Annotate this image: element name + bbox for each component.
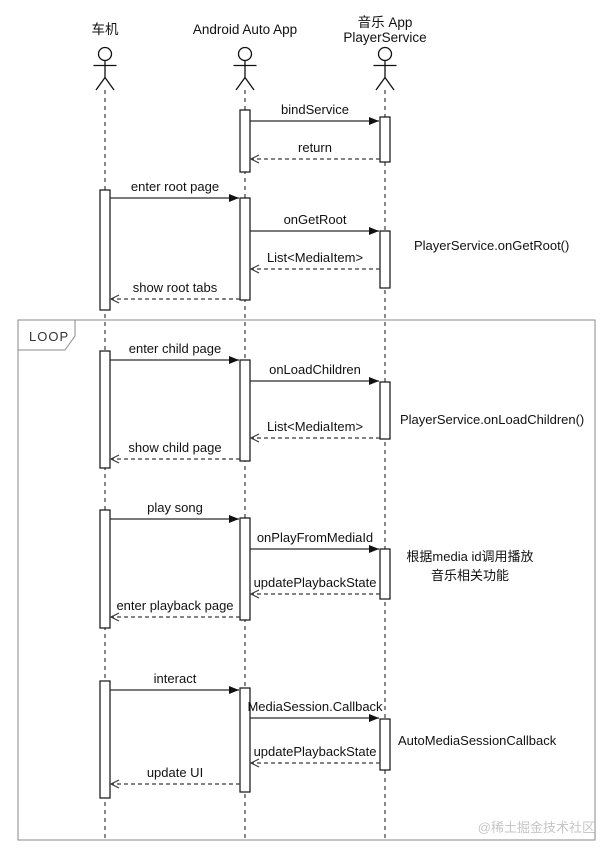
annotation: 音乐相关功能 [431, 568, 509, 583]
message-label: show root tabs [133, 280, 218, 295]
activation-bar [379, 116, 391, 163]
message-label: List<MediaItem> [267, 250, 363, 265]
actor-icon [373, 46, 397, 91]
message-label: enter root page [131, 179, 219, 194]
activation-bar [99, 189, 111, 311]
message-label: update UI [147, 765, 203, 780]
activation-bar [239, 197, 251, 301]
message-label: interact [154, 671, 197, 686]
message-label: onLoadChildren [269, 362, 361, 377]
actor-label-music-app: 音乐 App [358, 14, 413, 30]
activation-bar [379, 230, 391, 289]
message-label: updatePlaybackState [254, 744, 377, 759]
annotation: AutoMediaSessionCallback [398, 733, 557, 748]
message-label: bindService [281, 102, 349, 117]
watermark: @稀土掘金技术社区 [478, 820, 595, 835]
message-label: play song [147, 500, 203, 515]
annotation: PlayerService.onLoadChildren() [400, 412, 584, 427]
actor-label-android-auto-app: Android Auto App [193, 22, 297, 37]
annotation: 根据media id调用播放 [406, 549, 533, 564]
activation-bar [239, 109, 251, 173]
loop-label-tab [18, 319, 76, 351]
activation-bar [239, 359, 251, 462]
activation-bar [99, 680, 111, 799]
message-label: return [298, 140, 332, 155]
message-label: enter child page [129, 341, 222, 356]
message-label: List<MediaItem> [267, 419, 363, 434]
message-label: MediaSession.Callback [247, 699, 383, 714]
activation-bar [379, 718, 391, 771]
message-label: onPlayFromMediaId [257, 530, 373, 545]
annotation: PlayerService.onGetRoot() [414, 238, 569, 253]
actor-label-head-unit: 车机 [92, 21, 119, 37]
activation-bar [239, 517, 251, 621]
loop-label: LOOP [29, 329, 69, 344]
activation-bars [99, 109, 391, 799]
actor-icon [233, 46, 257, 91]
activation-bar [99, 509, 111, 629]
message-label: enter playback page [116, 598, 233, 613]
activation-bar [379, 381, 391, 440]
actor-icon [93, 46, 117, 91]
actor-label-player-service: PlayerService [343, 30, 426, 45]
loop-fragment-box [17, 319, 596, 841]
message-label: updatePlaybackState [254, 575, 377, 590]
activation-bar [379, 548, 391, 600]
activation-bar [99, 350, 111, 469]
message-label: onGetRoot [284, 212, 347, 227]
message-label: show child page [128, 440, 221, 455]
message-arrows [109, 117, 380, 789]
activation-bar [239, 687, 251, 793]
